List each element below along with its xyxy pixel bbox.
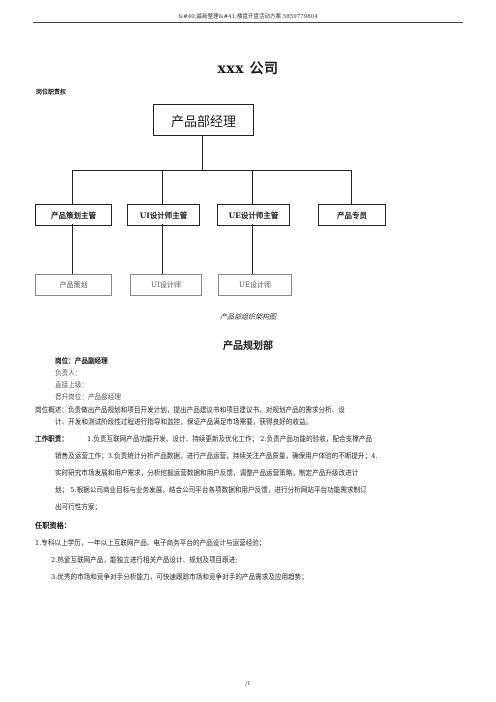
overview-line: 计、开发和测试阶段性过程进行指导和监控，保证产品满足市场需要，获得良好的收益。: [55, 418, 313, 426]
position-owner: 负责人：: [55, 369, 82, 377]
document-title: xxx 公司: [217, 61, 279, 77]
qualification-item: 1.专科以上学历，一年以上互联网产品、电子商务平台的产品设计与运营经验；: [35, 539, 266, 547]
overview-line: 岗位概述：负责做出产品规划和项目开发计划，提出产品建议书和项目建议书，对规划产品…: [35, 406, 345, 414]
org-connector: [252, 170, 253, 204]
position-superior: 直接上级：: [55, 381, 88, 389]
org-chart-caption: 产品部组织架构图: [220, 313, 276, 321]
position-label: 岗位：产品副经理: [55, 357, 108, 365]
qualification-item: 2.热爱互联网产品，能独立进行相关产品设计、规划及项目跟进;: [51, 556, 238, 564]
org-connector: [72, 224, 73, 274]
position-promotion: 晋升岗位：产品部经理: [55, 393, 121, 401]
org-manager-box: UI设计师主管: [127, 204, 200, 226]
org-connector: [202, 135, 203, 170]
qualifications-label: 任职资格：: [35, 521, 71, 530]
org-manager-box: UE设计师主管: [217, 204, 290, 226]
page-header: &#40;最新整理&#41;楼盘开盘活动方案 5859779804: [178, 14, 318, 20]
org-manager-box: 产品策划主管: [35, 204, 112, 226]
org-connector: [351, 170, 352, 204]
duties-line: 出可行性方案；: [55, 503, 102, 511]
org-connector: [72, 170, 73, 204]
duties-line: 实时研究市场发展和用户需求，分析挖掘运营数据和用户反馈，调整产品运营策略，制定产…: [55, 469, 359, 477]
org-staff-box: UI设计师: [130, 274, 202, 296]
org-connector: [252, 224, 253, 274]
page-number: /1: [245, 681, 251, 687]
qualification-item: 3.优秀的市场和竞争对手分析能力，可快速跟踪市场和竞争对手的产品需求及应用趋势；: [51, 573, 308, 581]
org-connector: [72, 170, 352, 171]
org-staff-box: 产品策划: [35, 274, 112, 296]
org-staff-box: UE设计师: [218, 274, 292, 296]
header-rule: [33, 22, 463, 23]
section-label: 岗位职责权: [36, 89, 67, 96]
org-manager-box: 产品专员: [318, 204, 386, 226]
department-heading: 产品规划部: [223, 341, 273, 352]
duties-label: 工作职责：: [35, 435, 68, 443]
org-connector: [162, 224, 163, 274]
duties-line: 1.负责互联网产品功能开发、设计、持续更新及优化工作； 2.负责产品功能的验收，…: [87, 435, 373, 443]
duties-line: 销售及运营工作；3.负责统计分析产品数据，进行产品运营，持续关注产品质量，确保用…: [55, 452, 378, 460]
org-connector: [162, 170, 163, 204]
org-top-box: 产品部经理: [153, 104, 254, 136]
duties-line: 划； 5.根据公司商业目标与业务发展，结合公司平台各项数据和用户反馈，进行分析网…: [55, 486, 367, 494]
